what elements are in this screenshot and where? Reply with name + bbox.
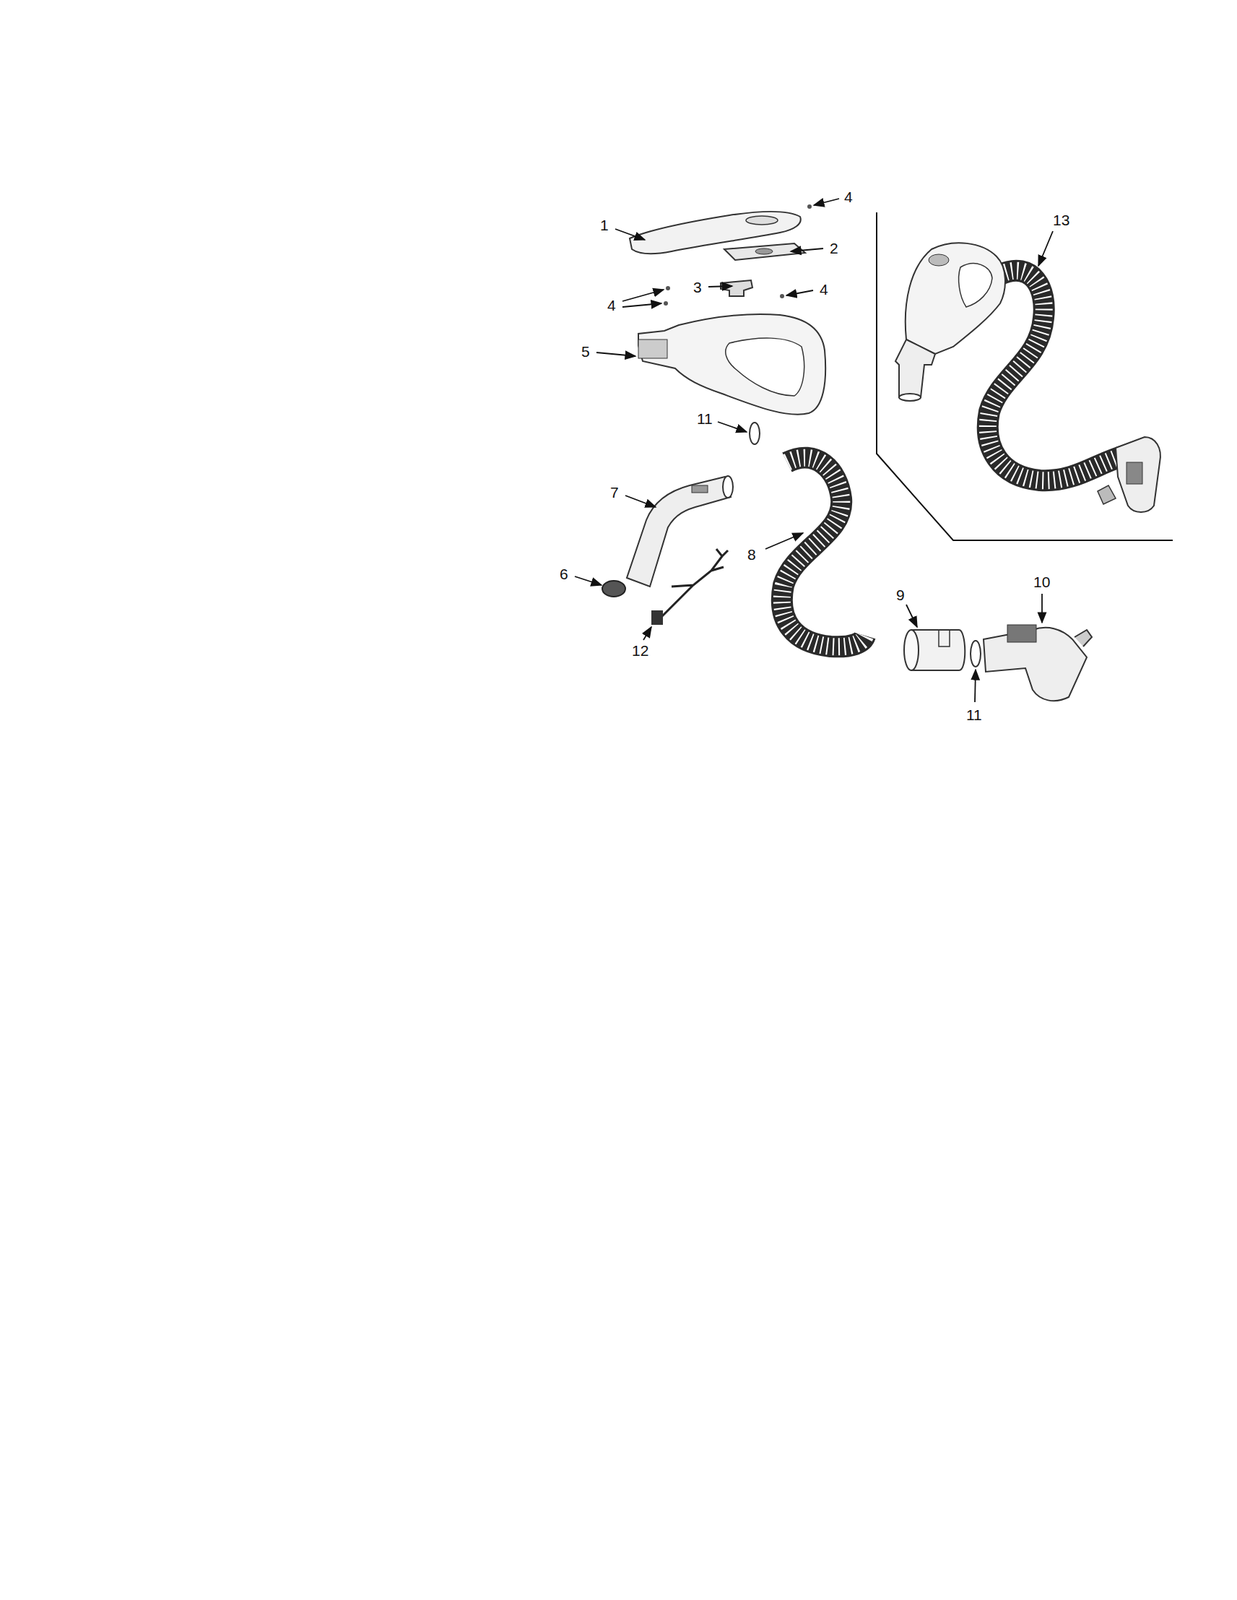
leader-lines bbox=[574, 198, 1053, 702]
assembled-hose bbox=[987, 270, 1127, 481]
assembled-hose-ribs bbox=[987, 270, 1127, 481]
callout-number: 9 bbox=[894, 586, 907, 603]
assembled-handle-tube bbox=[895, 339, 936, 398]
elbow-tab bbox=[1074, 629, 1092, 647]
elbow-lock bbox=[1007, 624, 1037, 642]
callout-number: 4 bbox=[605, 296, 618, 314]
callout-number: 5 bbox=[579, 343, 592, 360]
assembled-handle-opening bbox=[958, 263, 993, 307]
tube-end bbox=[722, 475, 733, 498]
tube-clip bbox=[691, 485, 708, 493]
hose-cuff-end bbox=[904, 629, 919, 671]
callout-number: 13 bbox=[1051, 211, 1071, 229]
callout-number: 1 bbox=[598, 216, 611, 234]
hose-ribs bbox=[782, 457, 866, 648]
assembled-elbow-lock bbox=[1126, 462, 1143, 484]
callout-number: 11 bbox=[964, 706, 984, 723]
assembled-handle-switch bbox=[928, 254, 949, 266]
callout-number: 8 bbox=[745, 545, 758, 563]
callout-number: 3 bbox=[691, 278, 704, 296]
handle-cover-slot bbox=[745, 215, 778, 225]
callout-number: 10 bbox=[1031, 573, 1052, 590]
assembled-elbow bbox=[1115, 436, 1161, 512]
callout-number: 12 bbox=[630, 641, 650, 659]
assembled-elbow-tab bbox=[1097, 485, 1116, 505]
hose-cuff-notch bbox=[938, 629, 950, 647]
retaining-ring bbox=[749, 422, 760, 445]
callout-number: 11 bbox=[695, 410, 715, 427]
callout-number: 7 bbox=[608, 483, 621, 501]
handle-grip-opening bbox=[725, 337, 805, 396]
screw bbox=[807, 204, 812, 209]
wire-harness bbox=[657, 548, 728, 622]
panel-border bbox=[876, 212, 1173, 541]
switch-button bbox=[720, 280, 753, 297]
assembled-handle bbox=[905, 242, 1006, 354]
callout-number: 4 bbox=[818, 280, 830, 298]
ring-nut bbox=[602, 580, 626, 597]
hose-cuff bbox=[911, 629, 965, 671]
wire-connector bbox=[651, 610, 663, 625]
assembled-tube-end bbox=[899, 393, 921, 401]
screw bbox=[665, 285, 671, 291]
screw bbox=[663, 301, 668, 306]
retaining-ring bbox=[970, 640, 981, 667]
handle-latch bbox=[638, 339, 668, 359]
callout-number: 2 bbox=[828, 239, 840, 257]
screw bbox=[779, 293, 785, 299]
callout-number: 6 bbox=[558, 565, 570, 583]
handle-body bbox=[638, 314, 826, 415]
switch-slide-knob bbox=[755, 248, 773, 255]
callout-number: 4 bbox=[842, 188, 855, 206]
hose bbox=[782, 457, 866, 648]
